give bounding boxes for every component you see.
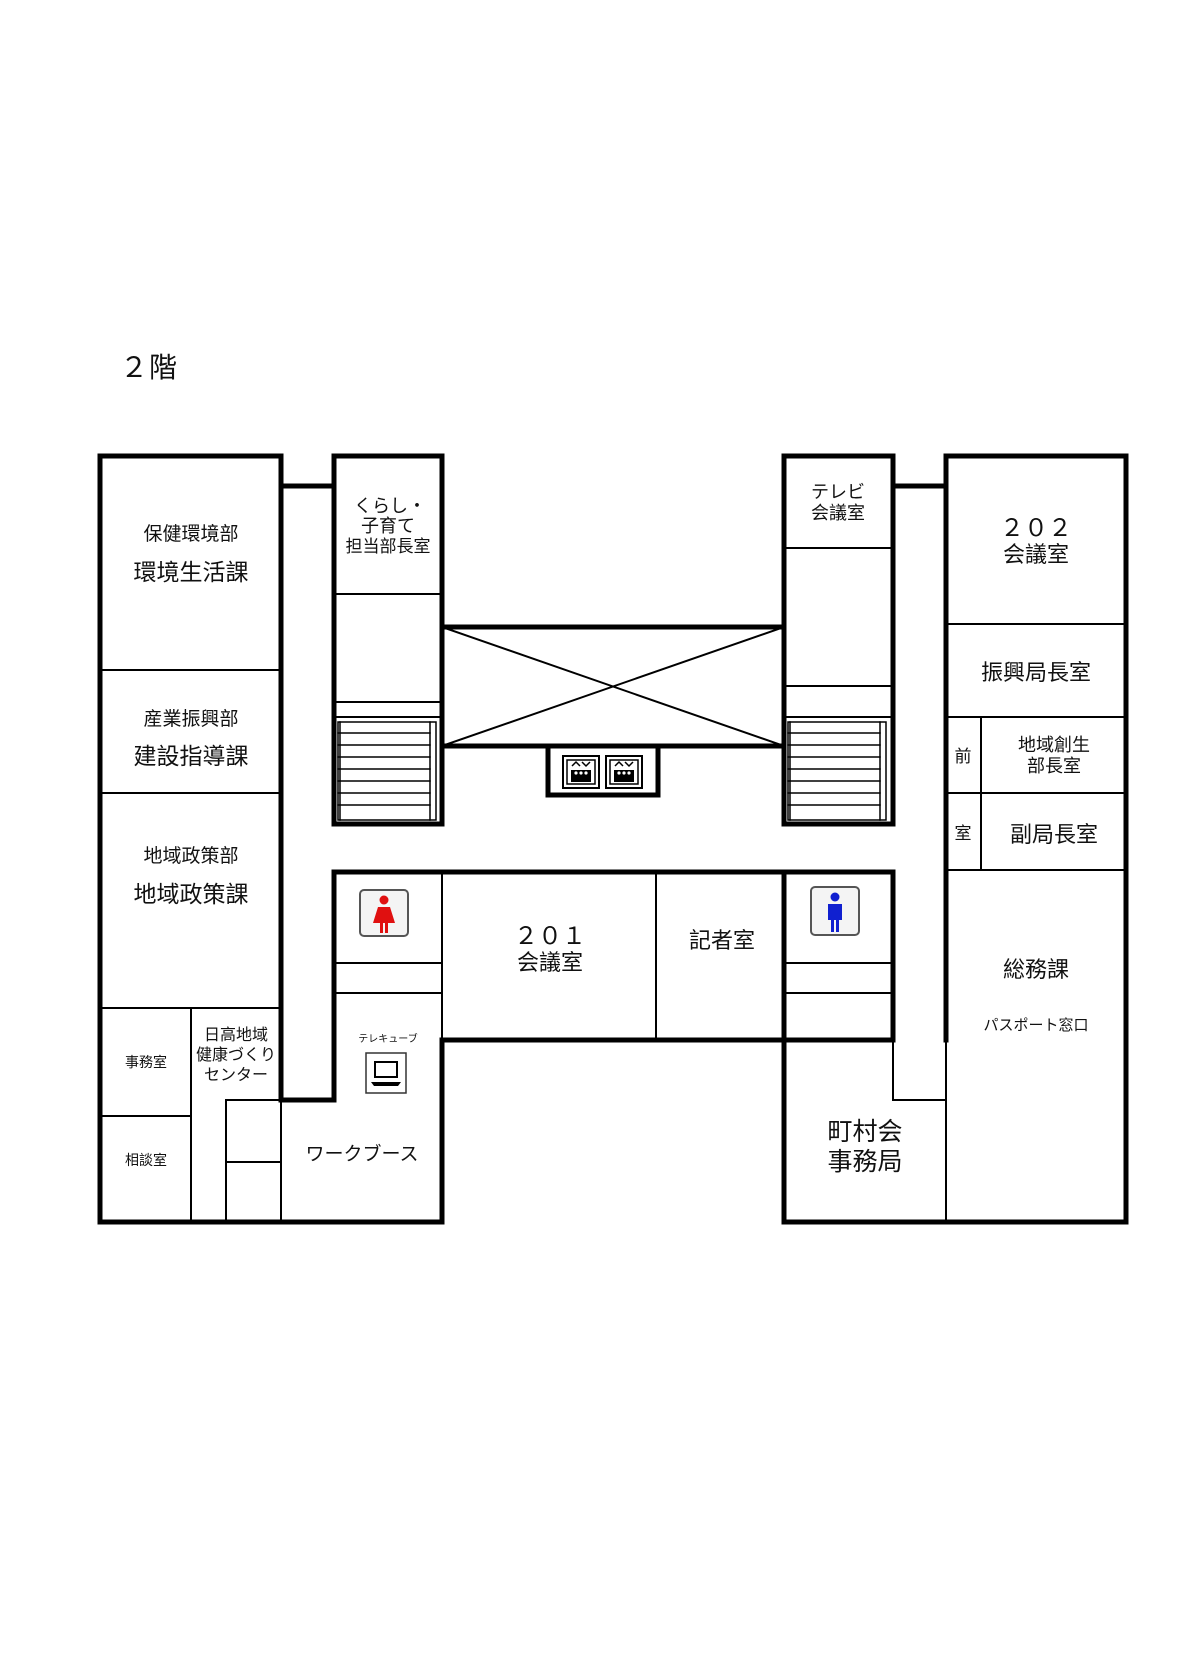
room-label: 部長室 [1027,756,1081,777]
female-restroom-icon [359,889,409,937]
elevator-icon [605,755,643,789]
room-label: テレキューブ [358,1032,417,1045]
floor-title: ２階 [120,351,179,384]
stairs-icon [787,721,887,821]
room-label: 町村会 [827,1117,902,1146]
room-label: 総務課 [1003,958,1069,983]
elevator-icon [562,755,600,789]
room-label: ２０２ [1000,514,1072,542]
room-label: くらし・ [354,496,426,517]
room-label: 会議室 [811,503,865,524]
room-label: 地域創生 [1018,735,1090,756]
room-label: 事務局 [827,1147,902,1176]
room-label: 健康づくり [196,1045,276,1064]
room-label: 前 [955,747,972,767]
room-label: 担当部長室 [346,537,431,557]
room-label: 保健環境部 [143,523,238,545]
partition-walls [99,547,1127,1223]
room-label: 振興局長室 [981,661,1091,686]
male-restroom-icon [810,886,860,936]
room-label: 会議室 [1003,543,1069,568]
room-label: 地域政策課 [134,882,249,908]
room-label: パスポート窓口 [983,1016,1088,1034]
room-label: 産業振興部 [143,708,238,730]
room-label: 相談室 [125,1152,167,1169]
outer-walls [97,453,1129,1225]
room-label: 環境生活課 [134,560,249,586]
room-label: 事務室 [125,1054,167,1071]
room-label: 日高地域 [204,1025,268,1044]
room-label: センター [204,1065,268,1084]
room-label: ワークブース [305,1142,418,1165]
stairs-icon [337,721,437,821]
room-label: テレビ [811,482,865,503]
room-label: 子育て [361,516,415,537]
laptop-icon [365,1052,407,1094]
room-label: 会議室 [517,951,583,976]
room-label: 建設指導課 [134,744,249,770]
room-label: 地域政策部 [143,845,238,867]
room-label: 室 [955,824,972,844]
room-label: 記者室 [689,929,755,954]
atrium-void-icon [440,625,786,748]
room-label: 副局長室 [1010,823,1098,848]
room-label: ２０１ [514,922,586,950]
